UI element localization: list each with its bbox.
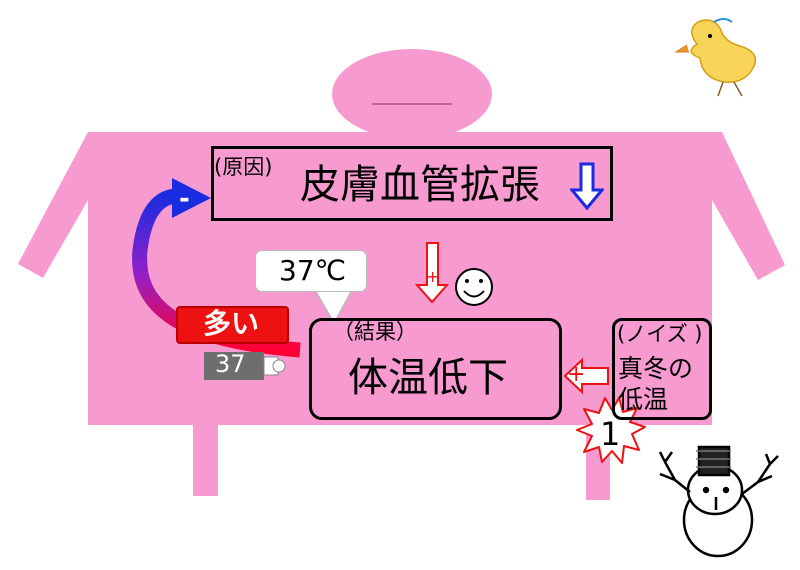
result-box [309, 318, 562, 420]
torso-shape [18, 132, 785, 425]
noise-line-2: 低温 [618, 385, 669, 414]
smiley-icon [455, 268, 493, 306]
noise-to-result-arrow [563, 357, 609, 395]
thermometer-value: 37 [215, 350, 246, 378]
result-prefix: （結果） [333, 320, 417, 344]
effect-plus-sign: + [426, 267, 440, 286]
amount-label [176, 306, 289, 344]
thermometer-icon [204, 352, 286, 380]
amount-label-text: 多い [203, 307, 260, 340]
down-arrow-icon [570, 162, 604, 211]
noise-header: (ノイズ ) [617, 322, 703, 346]
noise-line-1: 真冬の [618, 354, 694, 383]
feedback-arrowhead [172, 178, 211, 218]
snowman-icon [658, 445, 779, 558]
speech-tail [314, 289, 353, 325]
left-leg [193, 420, 218, 496]
feedback-minus-sign: - [179, 184, 190, 214]
cause-text: 皮膚血管拡張 [300, 162, 540, 208]
result-text: 体温低下 [348, 355, 508, 401]
star-burst-icon [576, 397, 646, 464]
cause-prefix: (原因) [214, 155, 273, 179]
head-shape [332, 49, 492, 139]
noise-plus-sign: + [567, 362, 586, 387]
cause-to-result-arrow [414, 242, 450, 304]
cause-box [211, 146, 613, 221]
speech-bubble-text: 37℃ [279, 254, 347, 287]
star-value: 1 [600, 415, 621, 453]
body-figure [18, 49, 785, 500]
chick-icon [674, 18, 757, 97]
noise-box [612, 318, 712, 420]
speech-bubble [255, 250, 367, 292]
